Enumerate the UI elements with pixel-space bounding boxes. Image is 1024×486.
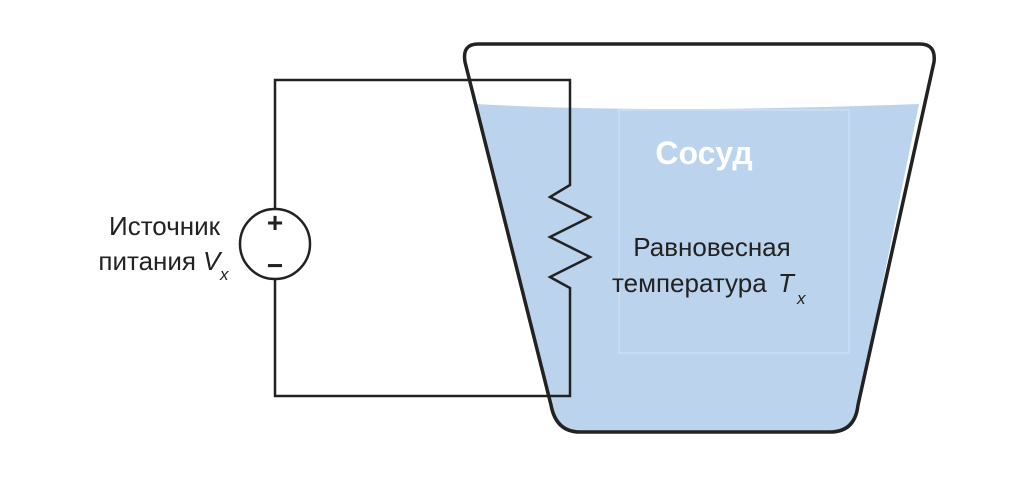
voltage-source: + − bbox=[238, 207, 312, 281]
liquid bbox=[476, 104, 919, 432]
source-var: V bbox=[203, 246, 223, 276]
equilibrium-var: T bbox=[778, 268, 796, 298]
source-var-sub: x bbox=[219, 265, 229, 284]
vessel-label: Сосуд bbox=[655, 135, 752, 171]
circuit-wire bbox=[273, 78, 593, 398]
equilibrium-label-line1: Равновесная bbox=[633, 232, 790, 262]
equilibrium-label-line2: температура bbox=[612, 268, 767, 298]
inner-panel bbox=[618, 109, 850, 354]
plus-sign: + bbox=[267, 207, 283, 238]
source-label-line1: Источник bbox=[109, 211, 221, 241]
equilibrium-var-sub: x bbox=[796, 289, 806, 308]
minus-sign: − bbox=[267, 250, 283, 281]
source-label-line2: питания bbox=[98, 246, 196, 276]
source-circle bbox=[238, 207, 312, 281]
vessel-outline bbox=[462, 42, 936, 434]
